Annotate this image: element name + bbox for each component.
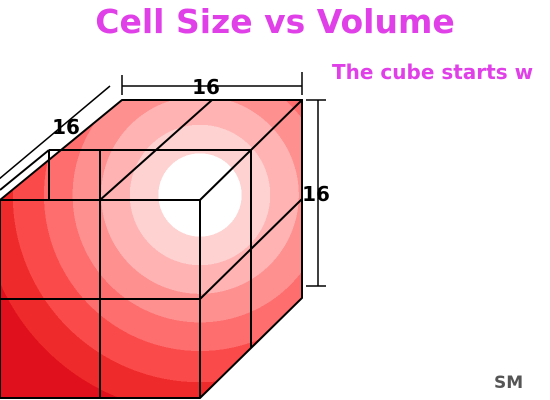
side-edge-label: 16 (52, 115, 80, 139)
height-edge-label: 16 (302, 182, 330, 206)
top-edge-label: 16 (192, 75, 220, 99)
slide-subtitle: The cube starts w (332, 60, 534, 84)
slide-title: Cell Size vs Volume (95, 2, 455, 41)
author-initials: SM (494, 373, 524, 393)
